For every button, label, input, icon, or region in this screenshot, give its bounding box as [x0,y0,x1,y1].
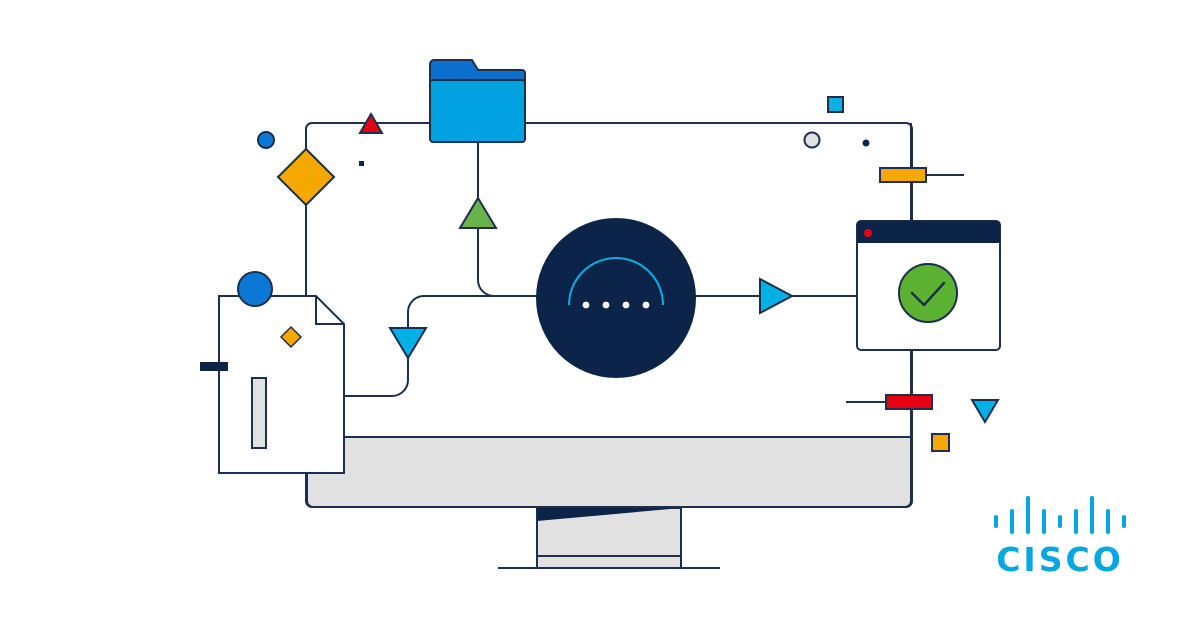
loading-dots-icon [536,218,696,378]
orange-bar-icon [879,167,927,183]
document-icon [200,295,345,474]
red-triangle-icon [358,112,384,134]
monitor-bezel [306,436,912,508]
grey-circle-icon [803,131,821,149]
checkmark-icon [898,263,958,323]
sky-square-icon [827,96,844,113]
small-blue-dot-icon [257,131,275,149]
folder-icon [429,59,526,143]
blue-down-triangle-icon [388,327,428,360]
orange-square-icon [931,433,950,452]
browser-window-icon [856,220,1001,351]
cisco-logo-icon [994,496,1126,534]
small-navy-square-icon [359,161,364,166]
decorative-shapes [257,96,1000,452]
blue-right-triangle-icon [759,277,795,315]
green-triangle-icon [458,196,498,229]
sky-down-triangle-icon [970,399,1000,424]
monitor-stand [498,507,720,569]
blue-circle-icon [237,271,273,307]
navy-dot-icon [862,139,870,147]
red-bar-icon [885,394,933,410]
cisco-wordmark: CISCO [996,540,1124,579]
orange-diamond-icon [276,147,336,207]
